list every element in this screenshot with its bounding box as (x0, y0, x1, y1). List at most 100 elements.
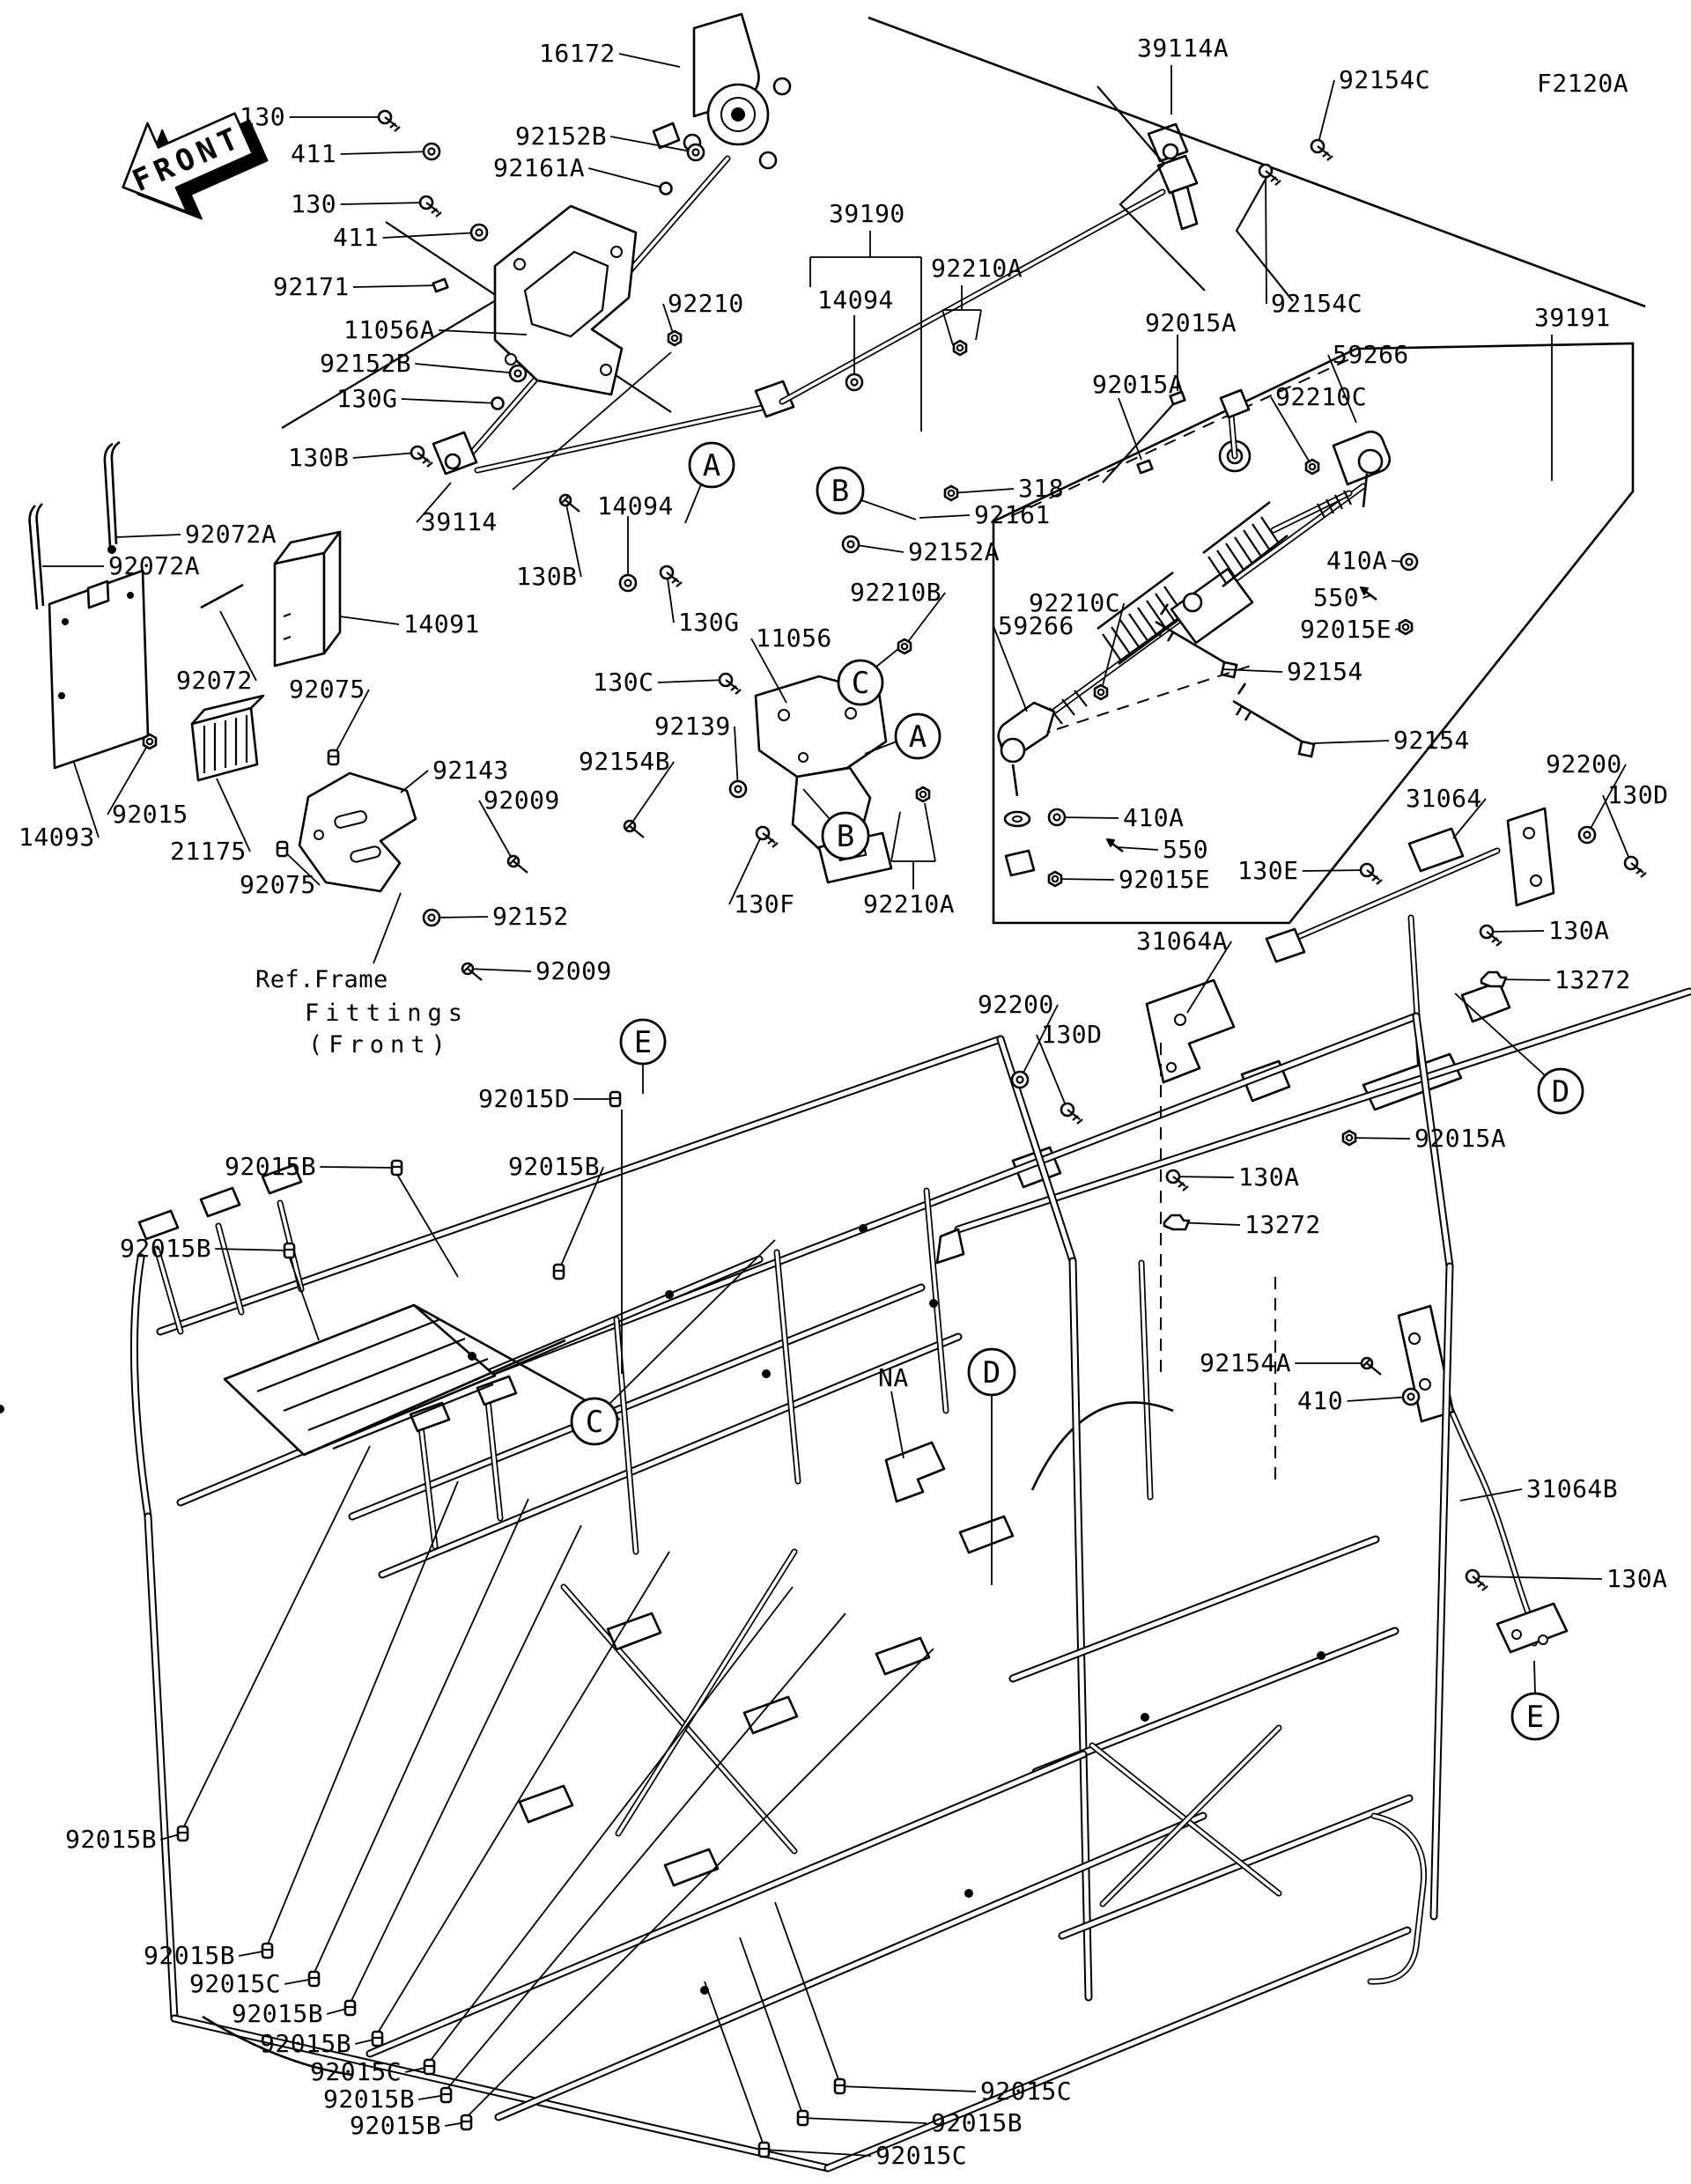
part-label: 92152B (515, 122, 608, 151)
part-label: 92210C (1029, 588, 1121, 617)
part-label: 130D (1607, 780, 1669, 809)
part-label: 92210A (863, 889, 956, 919)
part-label: 92015E (1119, 865, 1211, 894)
part-label: 92154 (1287, 657, 1363, 686)
callout-A: A (894, 712, 941, 760)
washer-icon (1399, 552, 1419, 572)
clamp-icon (1163, 1214, 1191, 1231)
bolt-icon (418, 195, 442, 218)
part-label: 410A (1326, 546, 1388, 575)
part-label: 92152A (908, 537, 1001, 566)
part-label: 92152 (492, 902, 569, 931)
bolt-icon (1359, 862, 1383, 885)
bolt-icon (1623, 855, 1647, 878)
part-label: 130E (1237, 856, 1299, 885)
part-label: 14094 (597, 491, 674, 520)
part-label: 130A (1238, 1162, 1300, 1192)
grommet-icon (176, 1825, 189, 1842)
nut-icon (1341, 1129, 1357, 1147)
part-label: 92015C (875, 2141, 968, 2170)
part-label: 39114 (421, 507, 498, 536)
washer-icon (618, 573, 638, 593)
nut-icon (943, 484, 959, 502)
callout-letter: A (703, 448, 720, 483)
bolt-icon (1165, 1169, 1189, 1192)
callout-letter: A (909, 719, 927, 755)
ring-icon (491, 396, 505, 410)
bracket-31064A (935, 978, 1691, 1501)
part-label: F2120A (1537, 69, 1629, 98)
part-label: 92210C (1275, 382, 1368, 411)
rack-region-outline (992, 342, 1635, 925)
bolt-icon (377, 109, 401, 132)
steering-rack (997, 388, 1392, 877)
part-label: 92143 (432, 756, 509, 785)
part-label: 13272 (1244, 1210, 1321, 1239)
grommet-icon (423, 2058, 436, 2076)
nut-icon (142, 733, 158, 750)
washer-icon (1047, 808, 1067, 827)
part-label: 92072A (108, 551, 201, 580)
part-label: 92139 (654, 712, 731, 741)
part-label: 92161 (974, 500, 1051, 529)
callout-B: B (821, 811, 870, 860)
stay-31064B (1397, 1304, 1569, 1654)
part-label: 92015E (1300, 615, 1392, 644)
grommet-icon (261, 1942, 274, 1959)
part-label: 92154A (1200, 1348, 1292, 1377)
part-label: 92200 (978, 990, 1054, 1019)
part-label: 31064B (1526, 1474, 1619, 1503)
part-label: 92154 (1393, 726, 1470, 755)
washer-icon (422, 142, 441, 161)
fastener-glyphs (142, 109, 1647, 2158)
part-label: 92015B (323, 2084, 416, 2114)
part-label: 92161A (493, 153, 586, 182)
part-label: 92015B (120, 1234, 212, 1263)
part-label: 92015C (310, 2057, 402, 2086)
part-label: Fittings (305, 1000, 469, 1027)
callout-B: B (816, 466, 865, 515)
part-label: 130G (336, 384, 398, 413)
steering-shafts (281, 16, 1646, 491)
part-label: 130 (240, 102, 286, 131)
bracket-11056A (493, 204, 638, 396)
part-label: 92075 (240, 870, 316, 899)
callout-letter: E (1526, 1700, 1544, 1735)
part-label: 92154B (579, 747, 671, 776)
callout-D: D (1537, 1067, 1584, 1115)
washer-icon (422, 908, 441, 927)
part-label: 14091 (403, 609, 480, 638)
grommet-icon (552, 1263, 565, 1280)
part-label: 92154C (1339, 65, 1431, 94)
part-label: Ref.Frame (255, 966, 388, 993)
callout-letter: D (983, 1355, 1001, 1391)
clip-leader-lines (181, 1110, 934, 2146)
part-label: 92015B (225, 1152, 317, 1181)
washer-icon (845, 373, 864, 392)
callout-C: C (837, 659, 884, 706)
callout-D: D (967, 1347, 1016, 1397)
part-label: 11056 (756, 623, 832, 653)
grommet-icon (283, 1242, 296, 1259)
part-label: 92210 (668, 289, 744, 318)
screw-icon (461, 962, 483, 981)
part-label: 92015A (1092, 370, 1185, 399)
part-label: 92015B (232, 1999, 324, 2028)
washer-icon (508, 364, 528, 383)
callout-C: C (570, 1397, 619, 1446)
part-label: 130A (1548, 916, 1610, 945)
washer-icon (1577, 825, 1597, 845)
washer-icon (728, 779, 748, 799)
pin-icon (1106, 838, 1124, 853)
grommet-icon (390, 1159, 403, 1177)
grommet-icon (439, 2086, 453, 2104)
callout-letter: C (586, 1405, 603, 1440)
grommet-icon (327, 749, 340, 766)
steering-motor-16172 (652, 12, 792, 170)
part-label: 92200 (1546, 749, 1622, 778)
callout-letter: B (837, 819, 854, 854)
part-label: 92015C (189, 1969, 282, 1998)
part-label: 92210B (850, 578, 942, 607)
nut-icon (1093, 683, 1109, 701)
